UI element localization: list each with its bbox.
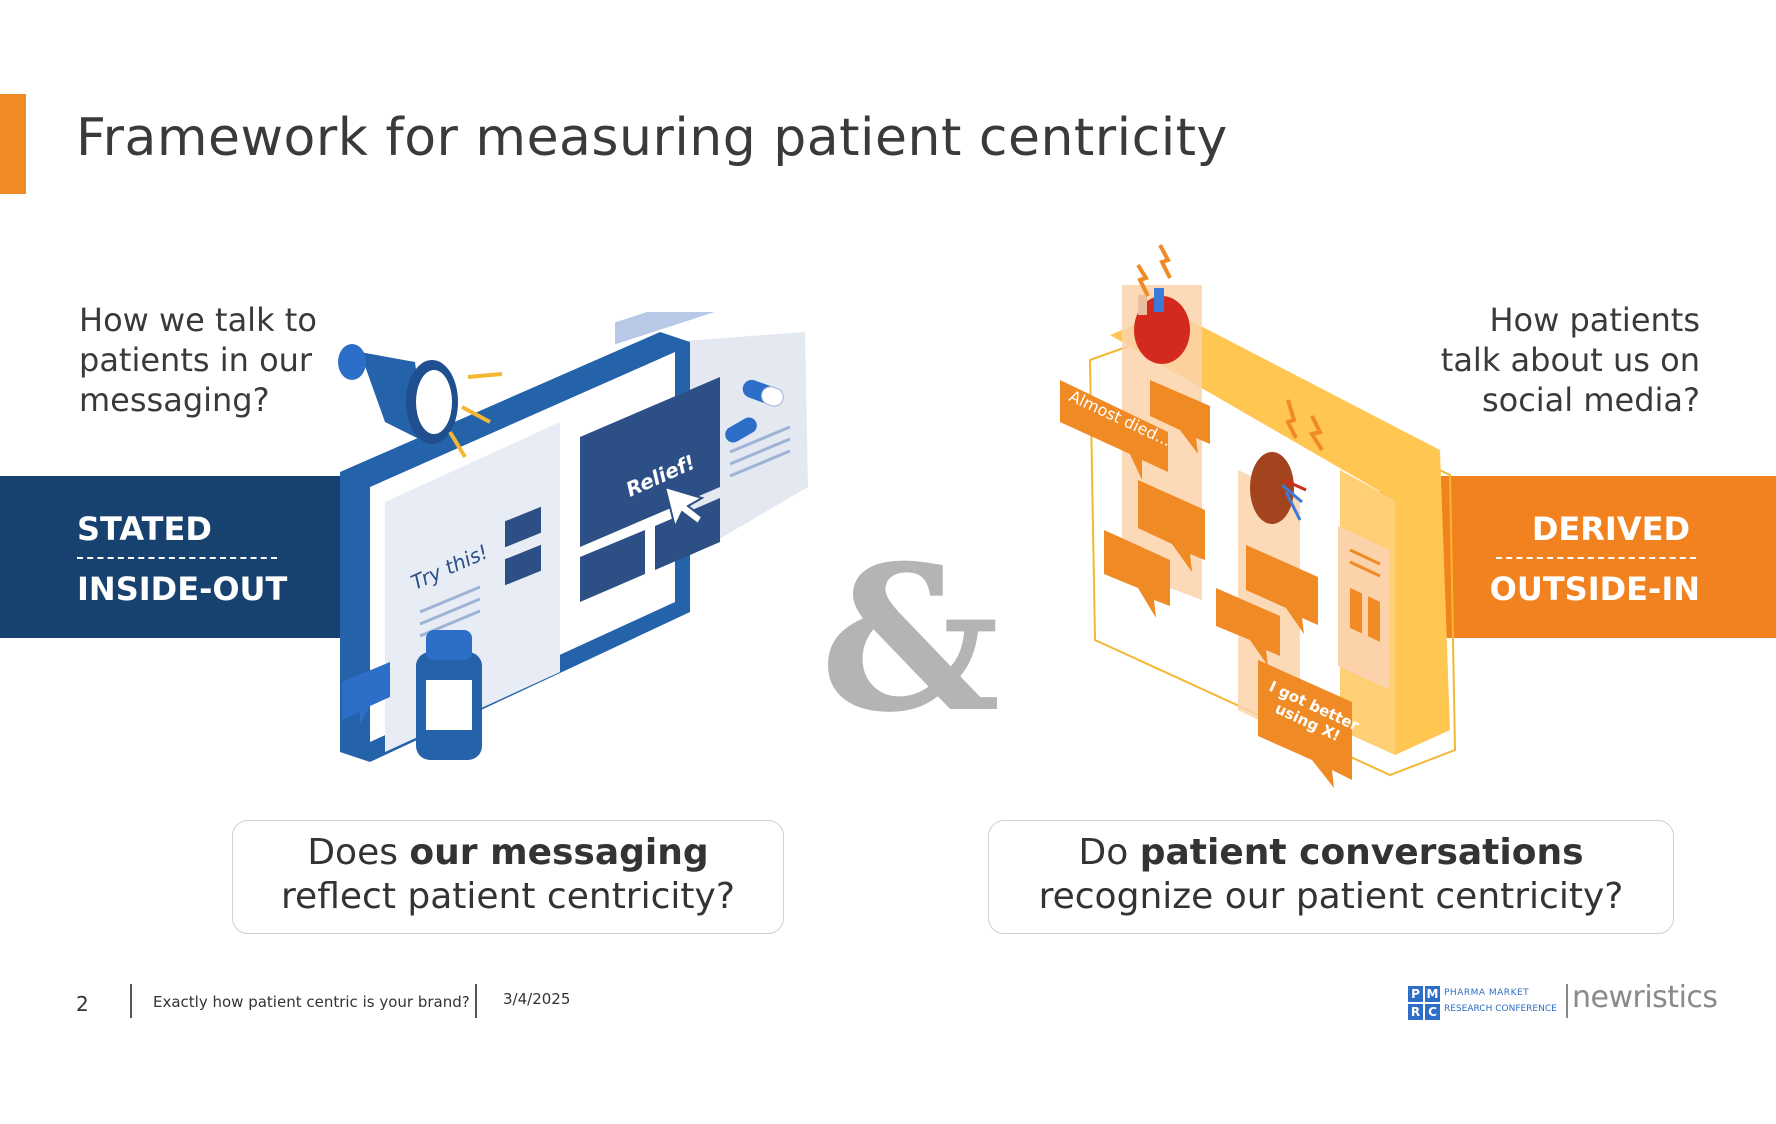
right-question: How patients talk about us on social med… (1380, 300, 1700, 420)
pmrc-line2: RESEARCH CONFERENCE (1444, 1004, 1557, 1014)
messaging-question-box: Does our messaging reflect patient centr… (232, 820, 784, 934)
footer-divider (475, 984, 477, 1018)
stated-band: STATED INSIDE-OUT (0, 476, 380, 638)
stated-label: STATED (77, 510, 212, 548)
ampersand-symbol: & (820, 522, 1001, 757)
slide-title: Framework for measuring patient centrici… (76, 108, 1228, 168)
comment-bubble-icon (1104, 530, 1170, 618)
right-question-line: talk about us on (1440, 341, 1700, 379)
pmrc-line1: PHARMA MARKET (1444, 988, 1530, 998)
conversations-question-line-2: recognize our patient centricity? (1038, 876, 1624, 917)
page-number: 2 (76, 992, 89, 1016)
heart-organ-icon (1134, 244, 1190, 364)
comment-bubble-icon (1246, 545, 1318, 634)
newristics-logo: newristics (1572, 980, 1718, 1015)
left-question-line: How we talk to (79, 301, 317, 339)
got-better-comment: I got better using X! (1258, 660, 1362, 788)
outside-in-label: OUTSIDE-IN (1489, 570, 1700, 608)
comment-bubble-icon (1138, 480, 1205, 572)
medicine-bottle-icon (416, 630, 482, 760)
pmrc-letter: P (1408, 986, 1423, 1002)
messaging-question-pre: Does (307, 832, 410, 873)
right-question-line: How patients (1489, 301, 1700, 339)
left-question-line: messaging? (79, 381, 270, 419)
left-question-line: patients in our (79, 341, 313, 379)
footer-text: Exactly how patient centric is your bran… (153, 993, 470, 1011)
pmrc-letter: R (1408, 1004, 1423, 1020)
conversations-question-bold: patient conversations (1139, 832, 1584, 873)
screen-frame (1110, 310, 1450, 755)
pmrc-logo: P M R C PHARMA MARKET RESEARCH CONFERENC… (1408, 986, 1560, 1022)
pill-icon (725, 417, 757, 443)
social-media-illustration: Almost died... I got better using X! (1060, 244, 1457, 788)
chat-bubble-icon (342, 662, 390, 724)
right-question-line: social media? (1481, 381, 1700, 419)
inside-out-label: INSIDE-OUT (77, 570, 288, 608)
logo-divider (1566, 984, 1568, 1018)
messaging-question-line-2: reflect patient centricity? (281, 876, 735, 917)
header-strip (615, 312, 715, 345)
pmrc-letter: M (1425, 986, 1440, 1002)
megaphone-icon (338, 344, 503, 459)
left-question: How we talk to patients in our messaging… (79, 300, 399, 420)
title-accent-bar (0, 94, 26, 194)
derived-dashed-divider (1496, 557, 1696, 559)
pill-icon (742, 379, 784, 407)
conversations-question-line-1: Do patient conversations (989, 831, 1673, 875)
kidney-organ-icon (1250, 399, 1324, 524)
conversations-question-box: Do patient conversations recognize our p… (988, 820, 1674, 934)
conversations-question-pre: Do (1078, 832, 1140, 873)
cursor-icon (663, 485, 705, 530)
side-card (1338, 526, 1390, 690)
messaging-question-bold: our messaging (409, 832, 709, 873)
footer-divider (130, 984, 132, 1018)
pmrc-letter: C (1425, 1004, 1440, 1020)
stated-dashed-divider (77, 557, 277, 559)
derived-label: DERIVED (1531, 510, 1690, 548)
messaging-question-line-1: Does our messaging (233, 831, 783, 875)
relief-panel (580, 377, 720, 547)
derived-band: DERIVED OUTSIDE-IN (1380, 476, 1776, 638)
footer-date: 3/4/2025 (503, 990, 571, 1008)
comment-bubble-icon (1150, 380, 1210, 454)
comment-bubble-icon (1216, 588, 1280, 666)
messaging-illustration: Try this! Relief! (338, 312, 808, 762)
